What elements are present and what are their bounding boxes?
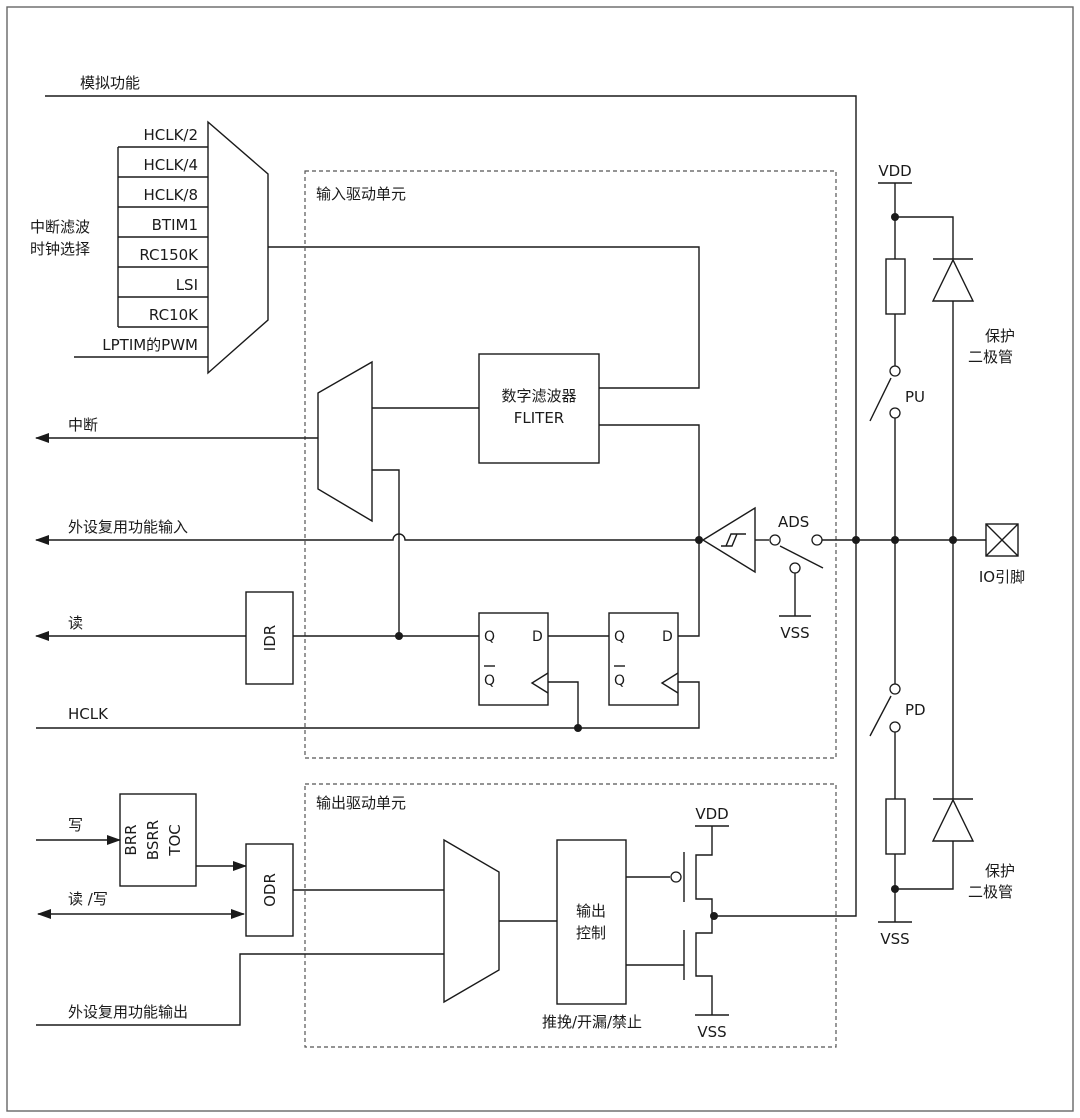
- filter-select-mux: [317, 360, 373, 523]
- ads-vss-label: VSS: [780, 624, 809, 642]
- ff1-q-label: Q: [484, 629, 495, 645]
- pull-up-resistor: [885, 258, 906, 315]
- output-mosfet-channels: [695, 826, 713, 1015]
- digital-filter-box: [478, 353, 600, 464]
- output-control-box: [556, 839, 627, 1005]
- pd-switch-contact-top: [889, 683, 901, 695]
- pu-switch-lever: [869, 377, 892, 422]
- protect-diode-lower-label-1: 保护: [985, 862, 1015, 880]
- ads-switch-contact-right: [811, 534, 823, 546]
- pull-down-resistor: [885, 798, 906, 855]
- af-input-label: 外设复用功能输入: [68, 518, 188, 536]
- mux-input-btim1: BTIM1: [152, 216, 198, 234]
- pmos-gate-bubble: [670, 871, 682, 883]
- filter-clock-line: [268, 246, 700, 389]
- ads-switch-contact-left: [769, 534, 781, 546]
- ff1-clock-edge: [530, 672, 549, 694]
- hysteresis-icon: [721, 533, 746, 547]
- ff2-clock-edge: [660, 672, 679, 694]
- input-driver-unit-box: [304, 170, 837, 759]
- read-write-label: 读 /写: [68, 890, 108, 908]
- output-driver-unit-label: 输出驱动单元: [316, 794, 406, 812]
- ff2-q-label: Q: [614, 629, 625, 645]
- hclk-label: HCLK: [68, 705, 109, 723]
- vss-bottom-label: VSS: [880, 930, 909, 948]
- af-input-line: [35, 533, 699, 545]
- clock-mux-inputs: [74, 146, 208, 358]
- ff2-qbar-label: Q: [614, 673, 625, 689]
- output-driver-unit-box: [304, 783, 837, 1048]
- protection-diode-lower: [931, 798, 975, 842]
- idr-register: [245, 591, 294, 685]
- vdd-top-label: VDD: [878, 162, 911, 180]
- diode-to-vss-line: [895, 841, 954, 890]
- clock-select-label-1: 中断滤波: [30, 218, 90, 236]
- schmitt-to-ff2-line: [678, 540, 700, 637]
- ff2-d-label: D: [662, 629, 673, 645]
- mux-input-rc10k: RC10K: [149, 306, 199, 324]
- vss-output-label: VSS: [697, 1023, 726, 1041]
- io-pin-label: IO引脚: [979, 568, 1025, 586]
- protect-diode-upper-label-1: 保护: [985, 327, 1015, 345]
- pd-label: PD: [905, 701, 926, 719]
- vdd-to-diode-line: [895, 216, 954, 259]
- clock-select-mux: [207, 120, 269, 375]
- flip-flop-1: [478, 612, 549, 706]
- output-control-label-1: 输出: [576, 902, 606, 920]
- protect-diode-upper-label-2: 二极管: [968, 348, 1013, 366]
- protection-diode-upper: [931, 258, 975, 302]
- input-driver-unit-label: 输入驱动单元: [316, 185, 406, 203]
- protect-diode-lower-label-2: 二极管: [968, 883, 1013, 901]
- hclk-line: [36, 681, 700, 729]
- read-label: 读: [68, 614, 83, 632]
- analog-function-line: [45, 95, 857, 917]
- ads-label: ADS: [778, 513, 809, 531]
- mux-input-lsi: LSI: [176, 276, 198, 294]
- output-control-label-2: 控制: [576, 924, 606, 942]
- clock-select-label-2: 时钟选择: [30, 240, 90, 258]
- digital-filter-label: 数字滤波器: [501, 387, 576, 405]
- bypass-to-mux-line: [372, 469, 400, 636]
- outer-frame: [6, 6, 1074, 1112]
- pu-switch-contact-bottom: [889, 407, 901, 419]
- idr-label: IDR: [261, 625, 279, 651]
- bsrr-label: BSRR: [144, 820, 162, 860]
- mux-input-hclk8: HCLK/8: [143, 186, 198, 204]
- hclk-ff1-line: [548, 681, 579, 728]
- pu-label: PU: [905, 388, 925, 406]
- pd-switch-lever: [869, 695, 892, 737]
- ff1-d-label: D: [532, 629, 543, 645]
- ff1-qbar-label: Q: [484, 673, 495, 689]
- pu-switch-contact-top: [889, 365, 901, 377]
- write-label: 写: [68, 816, 83, 834]
- analog-function-label: 模拟功能: [80, 74, 140, 92]
- interrupt-label: 中断: [68, 416, 98, 434]
- io-pin-pad-cross-icon: [985, 523, 1019, 557]
- mux-input-lptim-pwm: LPTIM的PWM: [102, 336, 198, 354]
- mux-input-hclk2: HCLK/2: [143, 126, 198, 144]
- mux-input-rc150k: RC150K: [139, 246, 199, 264]
- odr-register: [245, 843, 294, 937]
- flip-flop-2: [608, 612, 679, 706]
- junction-dots: [395, 213, 957, 920]
- vdd-output-label: VDD: [695, 805, 728, 823]
- af-output-line: [36, 953, 444, 1026]
- ads-switch-lever: [779, 545, 824, 569]
- mux-input-hclk4: HCLK/4: [143, 156, 198, 174]
- output-select-mux: [443, 838, 500, 1004]
- pd-switch-contact-bottom: [889, 721, 901, 733]
- output-modes-label: 推挽/开漏/禁止: [542, 1013, 642, 1031]
- digital-filter-sublabel: FLITER: [514, 409, 564, 427]
- af-output-label: 外设复用功能输出: [68, 1003, 188, 1021]
- schmitt-to-filter-line: [599, 424, 700, 540]
- brr-label: BRR: [122, 824, 140, 855]
- odr-label: ODR: [261, 873, 279, 907]
- toc-label: TOC: [166, 824, 184, 856]
- ads-switch-contact-bottom: [789, 562, 801, 574]
